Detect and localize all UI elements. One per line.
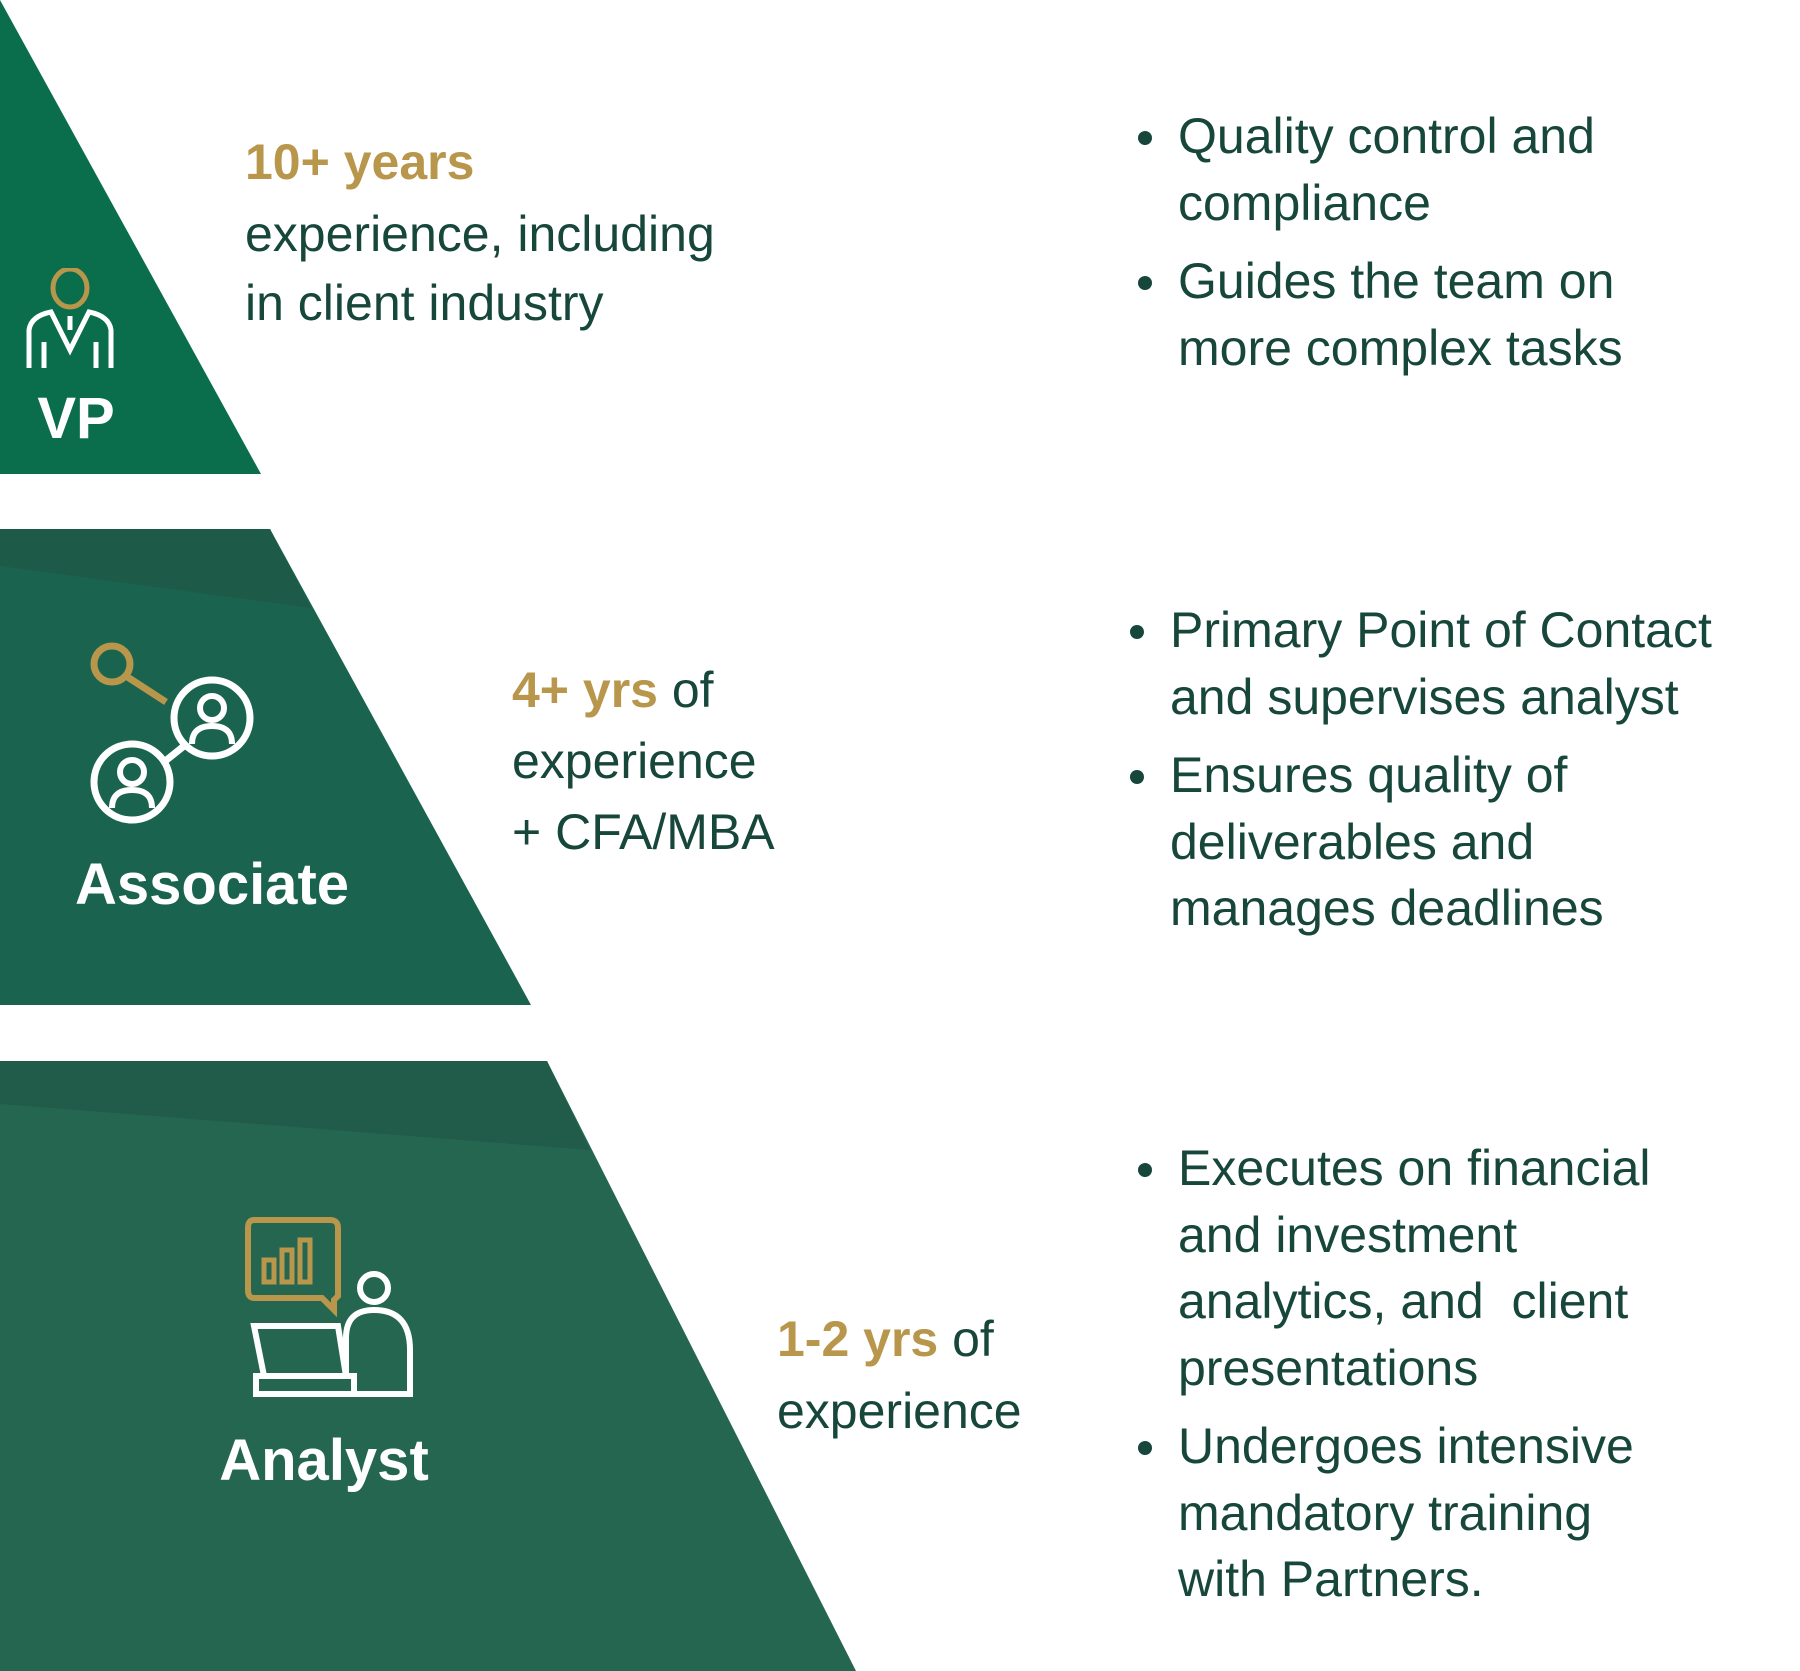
- analyst-responsibilities: Executes on financial and investment ana…: [1138, 1135, 1651, 1613]
- vp-experience: 10+ years experience, including in clien…: [245, 129, 715, 337]
- responsibility-item: Guides the team on more complex tasks: [1138, 248, 1623, 381]
- experience-line: of: [657, 662, 714, 718]
- experience-line: experience: [777, 1383, 1022, 1439]
- analyst-laptop-chart-icon: [245, 1217, 413, 1397]
- experience-line: of: [938, 1311, 994, 1367]
- experience-highlight: 4+ yrs: [512, 662, 658, 718]
- analyst-experience: 1-2 yrs of experience: [777, 1306, 1022, 1445]
- experience-line: experience, including: [245, 206, 715, 262]
- executive-person-icon: [26, 268, 114, 368]
- associate-tier-shape: [0, 529, 531, 1005]
- responsibility-item: Quality control and compliance: [1138, 103, 1623, 236]
- experience-highlight: 10+ years: [245, 134, 475, 190]
- tier-label-associate: Associate: [74, 852, 350, 917]
- network-people-search-icon: [90, 642, 254, 824]
- associate-experience: 4+ yrs of experience + CFA/MBA: [512, 657, 775, 866]
- responsibility-item: Ensures quality of deliverables and mana…: [1130, 742, 1712, 942]
- responsibility-item: Executes on financial and investment ana…: [1138, 1135, 1651, 1401]
- analyst-tier-band: [0, 1061, 590, 1150]
- vp-tier-shape: [0, 0, 261, 474]
- experience-line: in client industry: [245, 275, 604, 331]
- associate-tier-band: [0, 529, 311, 608]
- responsibility-item: Primary Point of Contact and supervises …: [1130, 597, 1712, 730]
- experience-line: + CFA/MBA: [512, 804, 775, 860]
- tier-label-analyst: Analyst: [219, 1428, 429, 1493]
- analyst-tier-shape: [0, 1061, 856, 1671]
- experience-line: experience: [512, 733, 757, 789]
- responsibility-item: Undergoes intensive mandatory training w…: [1138, 1413, 1651, 1613]
- associate-responsibilities: Primary Point of Contact and supervises …: [1130, 597, 1712, 942]
- vp-responsibilities: Quality control and compliance Guides th…: [1138, 103, 1623, 381]
- tier-label-vp: VP: [37, 386, 115, 451]
- experience-highlight: 1-2 yrs: [777, 1311, 939, 1367]
